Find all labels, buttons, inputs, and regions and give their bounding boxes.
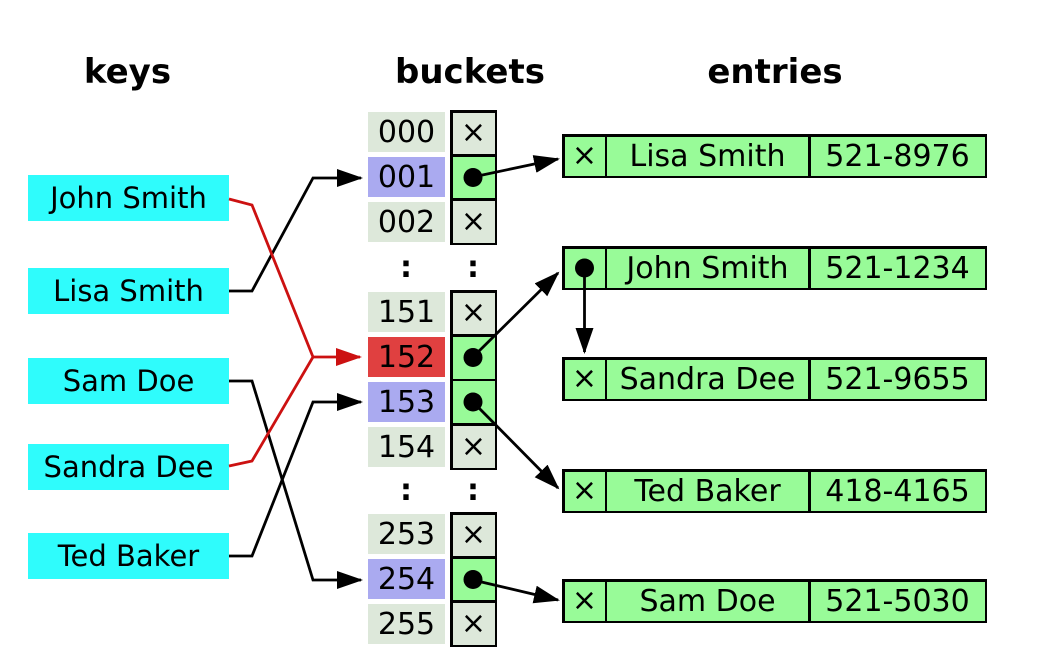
entry-phone: 521-5030 xyxy=(810,581,985,621)
bucket-index-253: 253 xyxy=(368,514,445,554)
bucket-pointer-group-top: × × xyxy=(450,110,497,245)
entry-phone: 521-9655 xyxy=(810,359,985,399)
key-box-sandra-dee: Sandra Dee xyxy=(28,444,229,490)
null-x-icon: × xyxy=(571,138,598,173)
bucket-pointer-cell-253: × xyxy=(452,514,495,557)
bucket-pointer-cell-153 xyxy=(452,381,495,424)
null-x-icon: × xyxy=(460,203,487,239)
ellipsis-pointer-top: : xyxy=(467,250,479,285)
entry-name: Ted Baker xyxy=(607,471,808,511)
null-x-icon: × xyxy=(571,361,598,396)
entry-row-john-smith: John Smith 521-1234 xyxy=(562,246,987,290)
bucket-index-151: 151 xyxy=(368,292,445,332)
bucket-index-002: 002 xyxy=(368,202,445,242)
null-x-icon: × xyxy=(571,473,598,508)
entry-row-sandra-dee: × Sandra Dee 521-9655 xyxy=(562,357,987,401)
key-box-lisa-smith: Lisa Smith xyxy=(28,268,229,314)
bucket-index-000: 000 xyxy=(368,112,445,152)
bucket-index-255: 255 xyxy=(368,604,445,644)
bucket-pointer-group-middle: × × xyxy=(450,290,497,470)
entry-name: Lisa Smith xyxy=(607,136,808,176)
ellipsis-index-top: : xyxy=(400,250,412,285)
arrow-sam-doe-to-bucket-254 xyxy=(229,379,363,589)
entry-pointer-cell: × xyxy=(564,581,605,621)
ellipsis-index-bottom: : xyxy=(400,473,412,508)
entry-phone: 521-1234 xyxy=(810,248,985,288)
bucket-pointer-cell-002: × xyxy=(452,200,495,243)
bucket-index-254: 254 xyxy=(368,559,445,599)
bucket-pointer-cell-151: × xyxy=(452,292,495,335)
entry-pointer-cell: × xyxy=(564,359,605,399)
entry-name: Sandra Dee xyxy=(607,359,808,399)
key-box-sam-doe: Sam Doe xyxy=(28,358,229,404)
bucket-pointer-cell-255: × xyxy=(452,602,495,645)
bucket-index-001: 001 xyxy=(368,157,445,197)
key-label: Ted Baker xyxy=(57,539,200,573)
key-box-ted-baker: Ted Baker xyxy=(28,533,229,579)
bucket-index-152: 152 xyxy=(368,337,445,377)
bucket-index-153: 153 xyxy=(368,382,445,422)
null-x-icon: × xyxy=(460,428,487,464)
bucket-pointer-cell-000: × xyxy=(452,112,495,155)
arrow-sandra-dee-to-bucket-152 xyxy=(228,356,315,468)
key-label: Sam Doe xyxy=(62,364,195,398)
null-x-icon: × xyxy=(460,115,487,151)
arrow-john-smith-to-bucket-152 xyxy=(228,197,315,358)
key-label: Lisa Smith xyxy=(53,274,204,308)
key-label: Sandra Dee xyxy=(43,450,214,484)
bucket-pointer-cell-152 xyxy=(452,336,495,379)
bucket-pointer-cell-254 xyxy=(452,558,495,601)
entry-row-lisa-smith: × Lisa Smith 521-8976 xyxy=(562,134,987,178)
key-label: John Smith xyxy=(50,181,207,215)
arrow-ted-baker-to-bucket-153 xyxy=(229,393,363,558)
bucket-pointer-group-bottom: × × xyxy=(450,512,497,647)
bucket-index-154: 154 xyxy=(368,427,445,467)
null-x-icon: × xyxy=(571,583,598,618)
column-header-entries: entries xyxy=(707,52,843,92)
entry-name: John Smith xyxy=(607,248,808,288)
null-x-icon: × xyxy=(460,517,487,553)
bucket-pointer-cell-154: × xyxy=(452,425,495,468)
column-header-keys: keys xyxy=(83,52,172,92)
entry-phone: 521-8976 xyxy=(810,136,985,176)
ellipsis-pointer-bottom: : xyxy=(467,473,479,508)
entry-row-ted-baker: × Ted Baker 418-4165 xyxy=(562,469,987,513)
column-header-buckets: buckets xyxy=(395,52,545,92)
null-x-icon: × xyxy=(460,605,487,641)
entry-row-sam-doe: × Sam Doe 521-5030 xyxy=(562,579,987,623)
bucket-pointer-cell-001 xyxy=(452,156,495,199)
entry-name: Sam Doe xyxy=(607,581,808,621)
key-box-john-smith: John Smith xyxy=(28,175,229,221)
entry-phone: 418-4165 xyxy=(810,471,985,511)
entry-pointer-cell xyxy=(564,248,605,288)
entry-pointer-cell: × xyxy=(564,136,605,176)
arrow-lisa-smith-to-bucket-001 xyxy=(229,169,363,293)
null-x-icon: × xyxy=(460,295,487,331)
entry-pointer-cell: × xyxy=(564,471,605,511)
